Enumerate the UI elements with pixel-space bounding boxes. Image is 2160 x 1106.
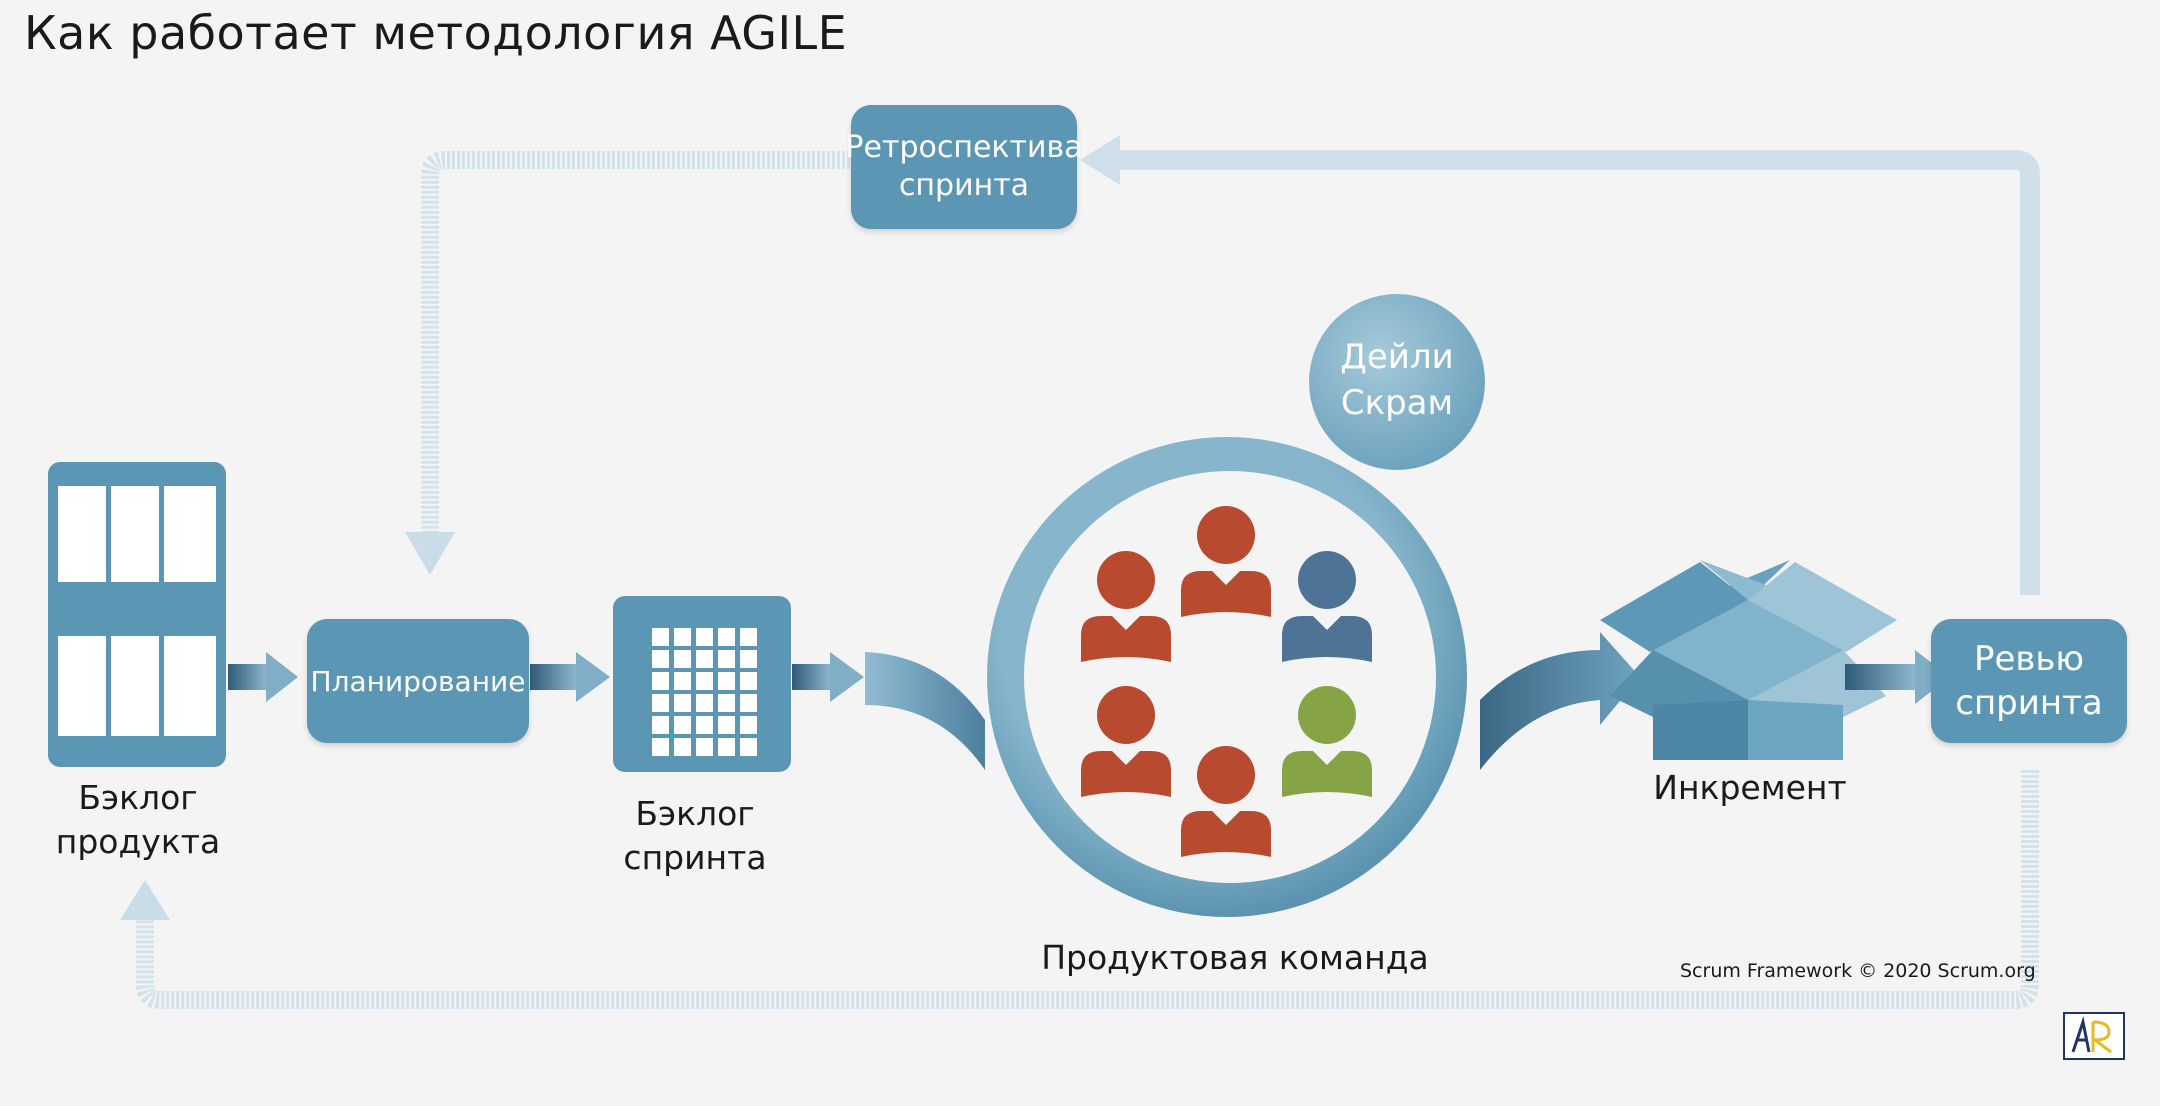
retro-to-planning-loop [421, 151, 850, 535]
arrow-sprint-backlog-to-team [792, 652, 864, 702]
arrow-backlog-to-planning [228, 652, 298, 702]
sprint-backlog-cell [652, 672, 669, 690]
sprint-backlog-cell [718, 738, 735, 756]
review-line-1: Ревью [1973, 639, 2085, 679]
sprint-backlog-cell [740, 650, 757, 668]
retrospective-node: Ретроспектива спринта [845, 105, 1083, 229]
team-member-icon [1282, 551, 1372, 662]
team-members [1081, 506, 1372, 857]
sprint-backlog-icon [613, 596, 791, 772]
sprint-backlog-cell [674, 694, 691, 712]
sprint-backlog-cell [718, 628, 735, 646]
sprint-backlog-cell [696, 716, 713, 734]
sprint-backlog-cell [740, 628, 757, 646]
curve-into-team [865, 652, 985, 770]
planning-label: Планирование [310, 664, 526, 698]
daily-line-1: Дейли [1340, 337, 1454, 377]
sprint-backlog-line-2: спринта [623, 838, 767, 877]
sprint-backlog-cell [718, 694, 735, 712]
sprint-backlog-cell [718, 650, 735, 668]
sprint-backlog-cell [674, 628, 691, 646]
sprint-backlog-cell [696, 738, 713, 756]
retro-arrowhead [1080, 135, 1120, 185]
team-member-icon [1081, 686, 1171, 797]
increment-label: Инкремент [1653, 768, 1847, 807]
review-line-2: спринта [1955, 683, 2103, 723]
product-backlog-label: Бэклог продукта [38, 776, 238, 864]
page-title: Как работает методология AGILE [24, 6, 848, 60]
planning-node: Планирование [307, 619, 529, 743]
sprint-backlog-cell [674, 672, 691, 690]
review-to-retro-loop [1120, 150, 2040, 595]
sprint-backlog-cell [740, 716, 757, 734]
product-backlog-line-2: продукта [55, 822, 221, 861]
sprint-backlog-cell [652, 694, 669, 712]
sprint-backlog-cell [674, 716, 691, 734]
team-member-icon [1181, 506, 1271, 617]
sprint-backlog-cell [696, 628, 713, 646]
planning-down-arrowhead [405, 532, 455, 575]
product-team-label: Продуктовая команда [1041, 938, 1429, 977]
backlog-up-arrowhead [120, 880, 170, 920]
sprint-backlog-cell [740, 738, 757, 756]
copyright-text: Scrum Framework © 2020 Scrum.org [1680, 960, 2036, 982]
team-member-icon [1181, 746, 1271, 857]
retrospective-line-1: Ретроспектива [845, 130, 1083, 165]
curve-out-of-team [1480, 632, 1640, 770]
sprint-backlog-cell [652, 716, 669, 734]
sprint-backlog-cell [718, 672, 735, 690]
sprint-backlog-label: Бэклог спринта [595, 792, 795, 880]
increment-box-icon [1600, 560, 1897, 760]
daily-scrum-label: Дейли Скрам [1309, 334, 1485, 426]
team-member-icon [1282, 686, 1372, 797]
sprint-backlog-cell [696, 694, 713, 712]
sprint-backlog-cell [652, 738, 669, 756]
sprint-review-node: Ревью спринта [1931, 619, 2127, 743]
retrospective-line-2: спринта [898, 168, 1030, 203]
sprint-backlog-cell [696, 650, 713, 668]
sprint-backlog-cell [740, 694, 757, 712]
sprint-backlog-cell [696, 672, 713, 690]
arrow-planning-to-sprint-backlog [530, 652, 610, 702]
review-to-backlog-loop [136, 770, 2039, 1009]
sprint-backlog-cell [718, 716, 735, 734]
product-backlog-line-1: Бэклог [78, 778, 198, 817]
sprint-backlog-cell [652, 628, 669, 646]
sprint-backlog-cell [674, 650, 691, 668]
sprint-backlog-line-1: Бэклог [635, 794, 755, 833]
sprint-backlog-cell [740, 672, 757, 690]
brand-logo [2063, 1012, 2125, 1060]
sprint-backlog-cell [674, 738, 691, 756]
daily-scrum-circle [1309, 294, 1485, 470]
team-member-icon [1081, 551, 1171, 662]
product-backlog-icon [48, 462, 226, 767]
sprint-backlog-cell [652, 650, 669, 668]
daily-line-2: Скрам [1340, 383, 1454, 423]
